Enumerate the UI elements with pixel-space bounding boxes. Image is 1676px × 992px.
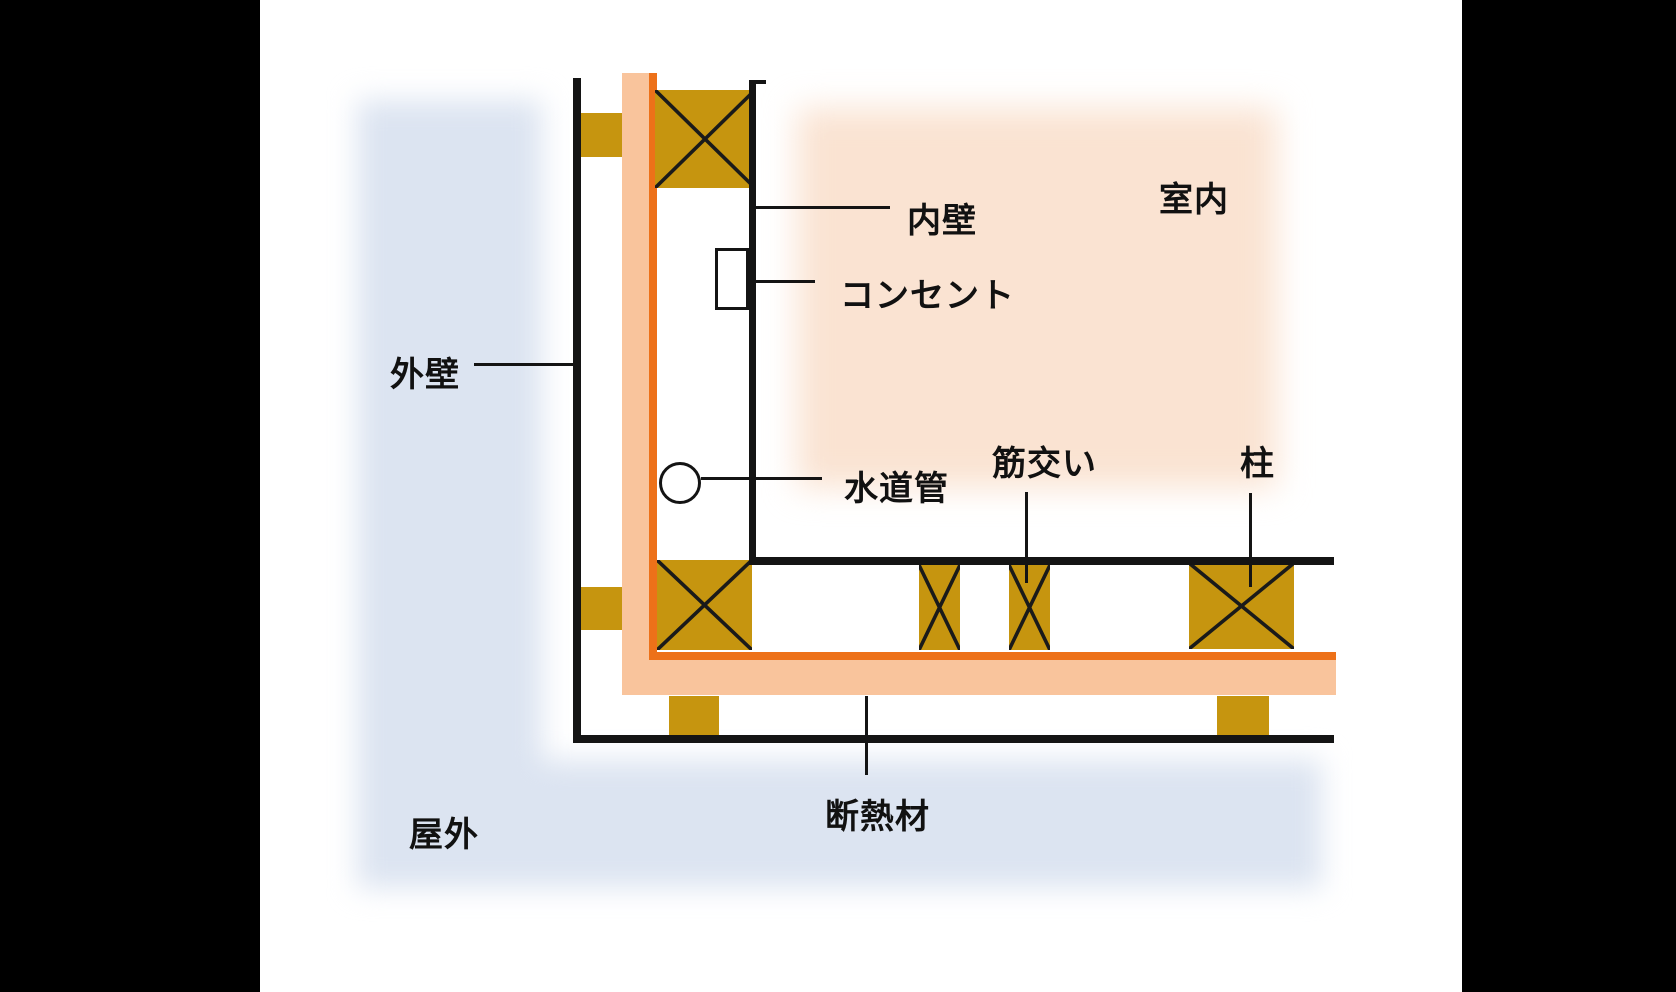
- letterbox-left: [0, 0, 260, 992]
- diagram-canvas: 外壁 内壁 コンセント 室内 水道管 筋交い 柱 断熱材 屋外: [260, 0, 1462, 992]
- exterior-wall-line-bottom: [573, 735, 1334, 743]
- wood-footing-left: [669, 696, 719, 736]
- water-pipe-symbol: [659, 462, 701, 504]
- exterior-wall-line-vertical: [573, 78, 581, 743]
- label-exterior-wall: 外壁: [390, 355, 460, 395]
- water-pipe-leader-line: [701, 477, 822, 480]
- insulation-band-vertical: [622, 73, 649, 695]
- label-water-pipe: 水道管: [844, 469, 949, 509]
- outdoor-region-vertical: [357, 100, 542, 888]
- pillar-cross-icon: [657, 560, 752, 650]
- pillar-top-icon: [655, 90, 755, 188]
- brace-leader-line: [1025, 492, 1028, 583]
- wood-block-top-left: [581, 113, 622, 157]
- outdoor-region-horizontal: [357, 760, 1322, 888]
- brace-right-icon: [1009, 565, 1050, 650]
- pillar-cross-icon: [655, 90, 755, 188]
- interior-floor-line: [749, 557, 1334, 565]
- interior-wall-line-vertical: [749, 80, 756, 565]
- pillar-bottom-left-icon: [657, 560, 752, 650]
- label-outdoor: 屋外: [409, 815, 479, 855]
- label-pillar: 柱: [1240, 444, 1275, 484]
- insulation-edge-vertical: [649, 73, 657, 660]
- label-insulation: 断熱材: [825, 797, 930, 837]
- pillar-cross-icon: [1189, 563, 1294, 649]
- wood-block-bottom-left: [580, 587, 622, 630]
- indoor-region: [797, 108, 1277, 488]
- insulation-leader-line: [865, 696, 868, 775]
- letterbox-right: [1462, 0, 1676, 992]
- brace-cross-icon: [1009, 565, 1050, 650]
- pillar-leader-line: [1249, 493, 1252, 587]
- label-outlet: コンセント: [840, 276, 1015, 316]
- label-indoor: 室内: [1159, 180, 1229, 220]
- label-brace: 筋交い: [992, 444, 1097, 484]
- pillar-right-icon: [1189, 563, 1294, 649]
- label-interior-wall: 内壁: [907, 201, 977, 241]
- outlet-symbol: [715, 248, 749, 310]
- interior-wall-top-tick: [756, 80, 766, 84]
- insulation-edge-horizontal: [649, 652, 1336, 660]
- insulation-band-horizontal: [622, 660, 1336, 695]
- interior-wall-leader-line: [756, 206, 890, 209]
- outlet-leader-line: [756, 280, 815, 283]
- brace-cross-icon: [919, 565, 960, 650]
- brace-left-icon: [919, 565, 960, 650]
- wood-footing-right: [1217, 696, 1269, 736]
- exterior-wall-leader-line: [474, 363, 573, 366]
